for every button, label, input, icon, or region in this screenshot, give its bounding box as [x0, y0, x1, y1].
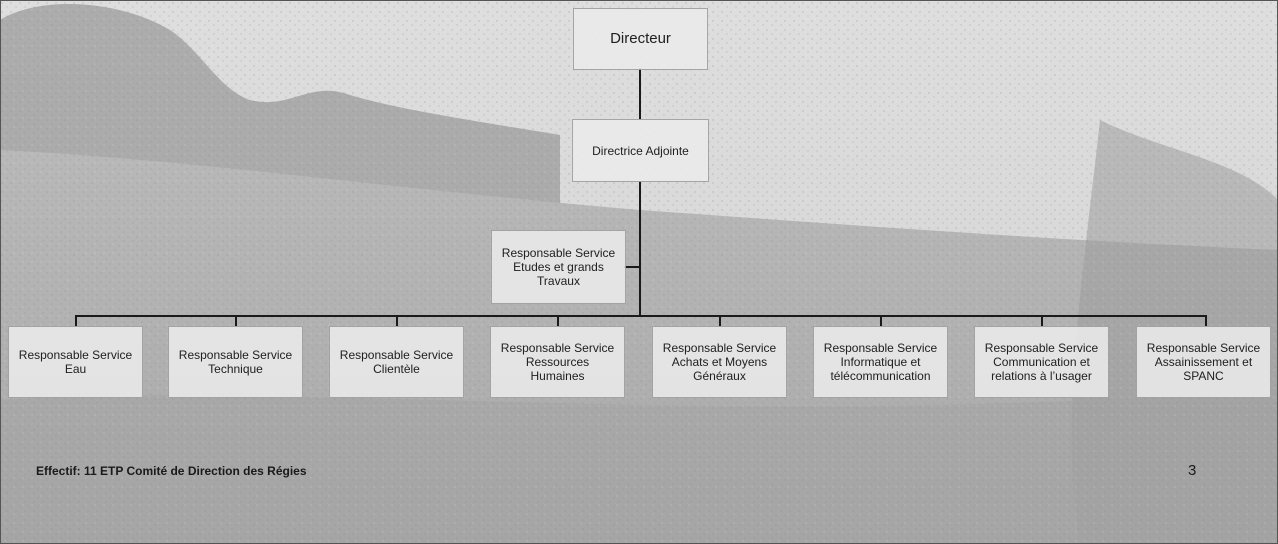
director-box: Directeur	[573, 8, 708, 70]
service-box-informatique: Responsable Service Informatique et télé…	[813, 326, 948, 398]
connector-horizontal-bar	[75, 315, 1207, 317]
connector-drop-rh	[557, 315, 559, 327]
service-box-assainissement: Responsable Service Assainissement et SP…	[1136, 326, 1271, 398]
footer-caption: Effectif: 11 ETP Comité de Direction des…	[36, 464, 307, 478]
connector-drop-communication	[1041, 315, 1043, 327]
service-box-achats: Responsable Service Achats et Moyens Gén…	[652, 326, 787, 398]
service-box-eau: Responsable Service Eau	[8, 326, 143, 398]
connector-director-deputy	[639, 68, 641, 120]
service-box-communication: Responsable Service Communication et rel…	[974, 326, 1109, 398]
studies-service-box: Responsable Service Etudes et grands Tra…	[491, 230, 626, 304]
deputy-box: Directrice Adjointe	[572, 119, 709, 182]
connector-drop-technique	[235, 315, 237, 327]
service-box-clientele: Responsable Service Clientèle	[329, 326, 464, 398]
connector-drop-achats	[719, 315, 721, 327]
connector-drop-eau	[75, 315, 77, 327]
connector-studies-branch	[624, 266, 640, 268]
connector-drop-clientele	[396, 315, 398, 327]
page-number: 3	[1188, 462, 1197, 479]
connector-deputy-trunk	[639, 181, 641, 316]
service-box-technique: Responsable Service Technique	[168, 326, 303, 398]
connector-drop-assainissement	[1205, 315, 1207, 327]
service-box-ressources-humaines: Responsable Service Ressources Humaines	[490, 326, 625, 398]
connector-drop-informatique	[880, 315, 882, 327]
